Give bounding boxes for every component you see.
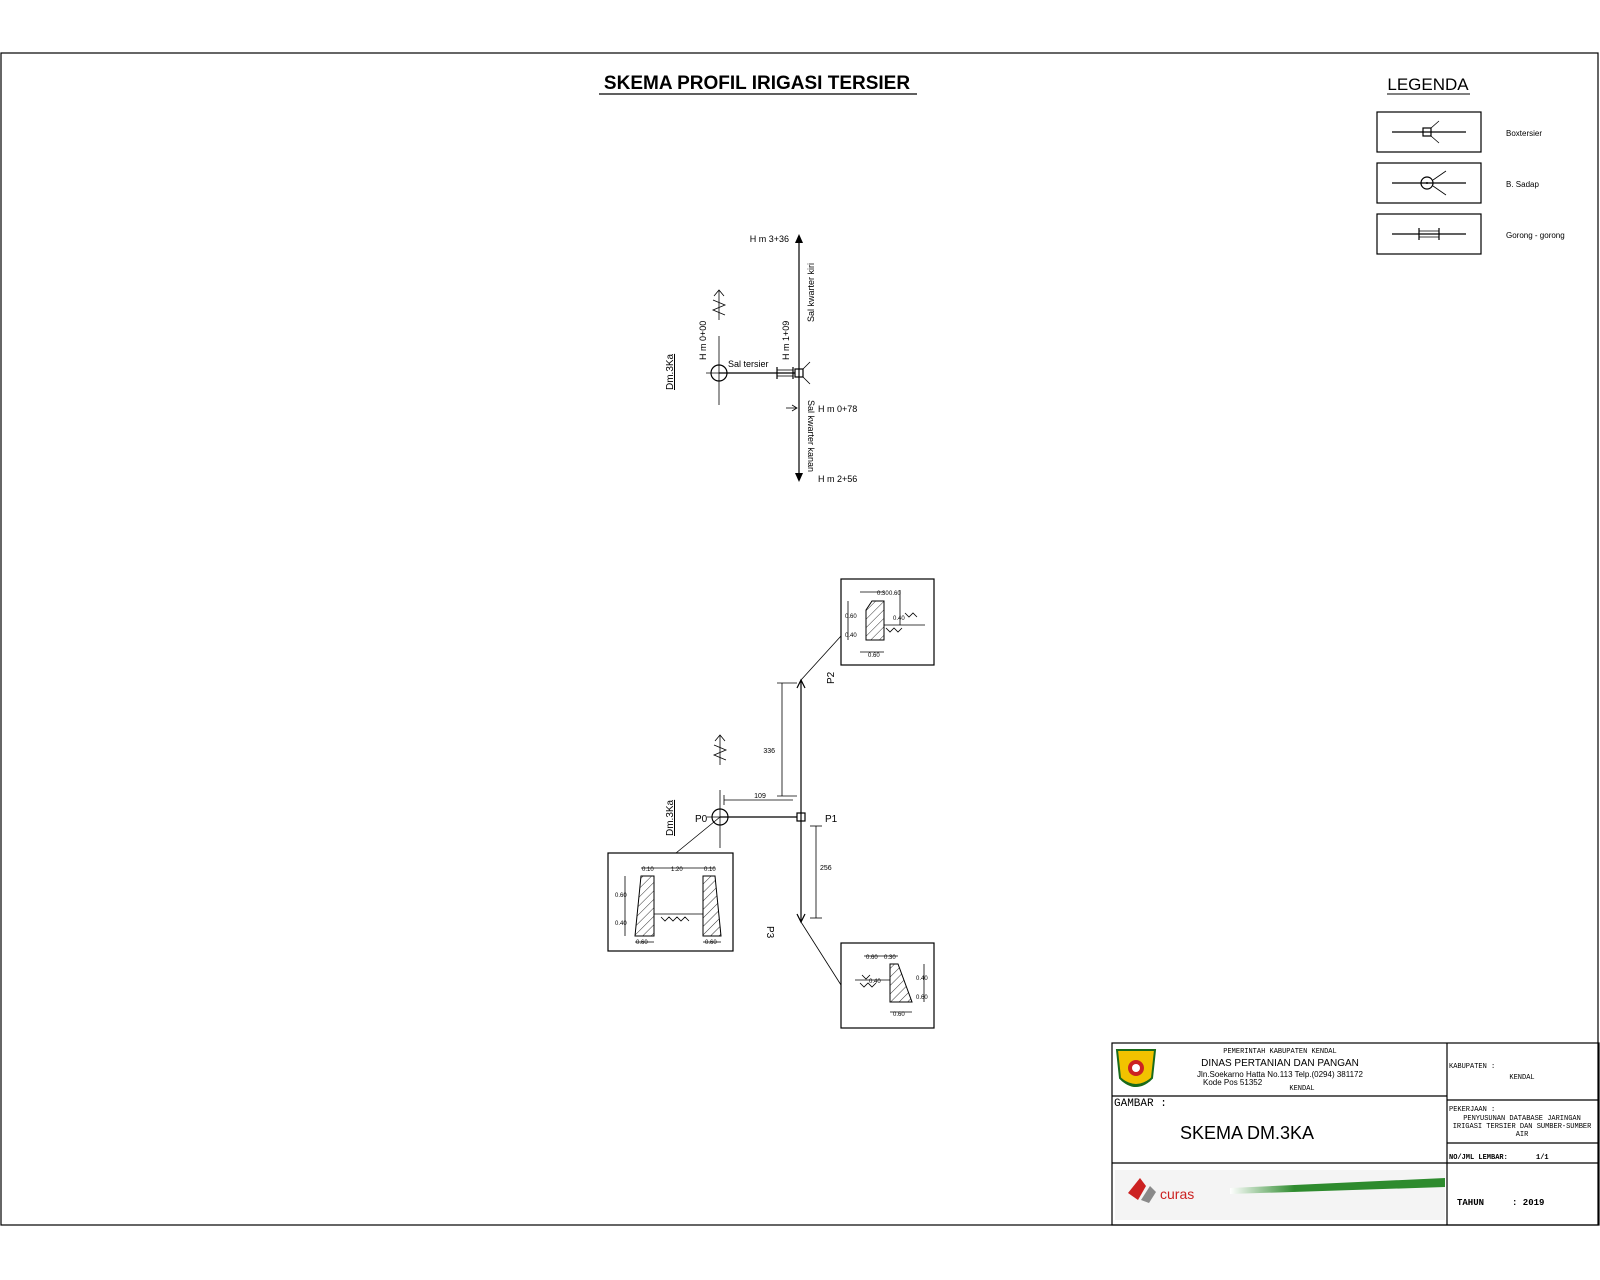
profile-layout: Dm.3Ka P0 P1 P2 P3 336 109 256 0.30 0.60… — [607, 578, 935, 1029]
culvert-icon — [776, 367, 794, 379]
box-tersier-symbol-icon — [1392, 120, 1466, 144]
scheme-hm-top: H m 3+36 — [750, 234, 789, 244]
tb-gambar-label: GAMBAR : — [1114, 1098, 1167, 1110]
tb-kabupaten-value: KENDAL — [1509, 1074, 1534, 1082]
p0-b-left: 0.60 — [636, 940, 648, 946]
p0-h1: 0.60 — [615, 893, 627, 899]
tb-gambar-value: SKEMA DM.3KA — [1180, 1123, 1314, 1143]
p2-h1: 0.60 — [845, 614, 857, 620]
p3-h1: 0.40 — [916, 976, 928, 982]
p0-top-right: 0.10 — [704, 867, 716, 873]
scheme-dm-label: Dm.3Ka — [665, 353, 676, 390]
box-tersier-icon — [794, 368, 804, 378]
cross-section-p2: 0.30 0.60 0.60 0.40 0.40 0.60 — [840, 578, 935, 666]
point-p2: P2 — [826, 671, 837, 684]
scheme-hm-078: H m 0+78 — [818, 404, 857, 414]
irrigation-scheme: Dm.3Ka H m 3+36 H m 0+00 H m 1+09 H m 0+… — [665, 234, 857, 484]
point-p0: P0 — [695, 814, 708, 825]
legend-label-bsadap: B. Sadap — [1506, 180, 1539, 189]
title-block: PEMERINTAH KABUPATEN KENDAL DINAS PERTAN… — [1111, 1042, 1600, 1226]
p2-h2: 0.40 — [845, 633, 857, 639]
tb-gov: PEMERINTAH KABUPATEN KENDAL — [1223, 1048, 1336, 1056]
arrow-up-icon — [795, 234, 803, 243]
p2-top2: 0.60 — [889, 591, 901, 597]
cross-section-p3: 0.60 0.30 0.40 0.40 0.60 0.60 — [840, 942, 935, 1029]
point-p1: P1 — [825, 814, 838, 825]
scheme-hm-0: H m 0+00 — [698, 321, 708, 360]
p2-side: 0.40 — [893, 616, 905, 622]
north-arrow-icon — [711, 289, 727, 320]
dim-up: 336 — [763, 748, 775, 755]
tb-pekerjaan-value-1: PENYUSUNAN DATABASE JARINGAN — [1463, 1115, 1581, 1123]
scheme-sal-tersier: Sal tersier — [728, 359, 769, 369]
bangunan-sadap-symbol-icon — [1392, 170, 1466, 196]
tb-tahun-value: : 2019 — [1512, 1198, 1544, 1208]
tb-pekerjaan-value-2: IRIGASI TERSIER DAN SUMBER-SUMBER — [1453, 1123, 1592, 1131]
sheet-border — [0, 52, 1599, 1226]
p3-bottom: 0.60 — [893, 1012, 905, 1018]
legend: LEGENDA Boxtersier B. Sadap Gorong - — [1376, 75, 1565, 255]
p0-h2: 0.40 — [615, 921, 627, 927]
tb-address: Jln.Soekarno Hatta No.113 Telp.(0294) 38… — [1197, 1070, 1363, 1079]
p1-box-icon — [796, 812, 806, 822]
cross-section-p0: 0.10 1.20 0.10 0.60 0.40 0.60 0.60 — [607, 852, 734, 952]
dim-left: 109 — [754, 793, 766, 800]
tb-city: KENDAL — [1289, 1085, 1314, 1093]
tb-pekerjaan-label: PEKERJAAN : — [1449, 1106, 1495, 1114]
p0-top-mid: 1.20 — [671, 867, 683, 873]
scheme-hm-256: H m 2+56 — [818, 474, 857, 484]
consultant-logo: curas — [1115, 1170, 1445, 1220]
point-p3: P3 — [764, 926, 775, 939]
tb-lembar-label: NO/JML LEMBAR: — [1449, 1154, 1508, 1162]
p3-top: 0.60 — [866, 955, 878, 961]
culvert-symbol-icon — [1392, 228, 1466, 240]
p0-top-left: 0.10 — [642, 867, 654, 873]
legend-label-boxtersier: Boxtersier — [1506, 129, 1542, 138]
arrow-down-icon — [795, 473, 803, 482]
consultant-logo-text: curas — [1160, 1186, 1194, 1202]
tb-postcode: Kode Pos 51352 — [1203, 1078, 1263, 1087]
profile-dm-label: Dm.3Ka — [665, 799, 676, 836]
dim-down: 256 — [820, 865, 832, 872]
tb-kabupaten-label: KABUPATEN : — [1449, 1063, 1495, 1071]
north-arrow-icon — [712, 734, 728, 765]
scheme-sal-kwarter-kanan: Sal kwarter kanan — [806, 400, 816, 472]
scheme-sal-kwarter-kiri: Sal kwarter kiri — [806, 263, 816, 322]
scheme-hm-109: H m 1+09 — [781, 321, 791, 360]
p2-top: 0.30 — [877, 591, 889, 597]
p3-top2: 0.30 — [884, 955, 896, 961]
legend-label-gorong: Gorong - gorong — [1506, 231, 1565, 240]
tb-dept: DINAS PERTANIAN DAN PANGAN — [1201, 1058, 1359, 1069]
tb-lembar-value: 1/1 — [1536, 1154, 1549, 1162]
page-title: SKEMA PROFIL IRIGASI TERSIER — [604, 73, 910, 94]
tb-pekerjaan-value-3: AIR — [1516, 1131, 1529, 1139]
p3-side: 0.40 — [869, 979, 881, 985]
p3-h2: 0.60 — [916, 995, 928, 1001]
p0-b-right: 0.60 — [705, 940, 717, 946]
tb-tahun-label: TAHUN — [1457, 1198, 1484, 1208]
p2-bottom: 0.60 — [868, 653, 880, 659]
kendal-emblem-logo — [1115, 1049, 1157, 1087]
legend-heading: LEGENDA — [1387, 75, 1469, 94]
